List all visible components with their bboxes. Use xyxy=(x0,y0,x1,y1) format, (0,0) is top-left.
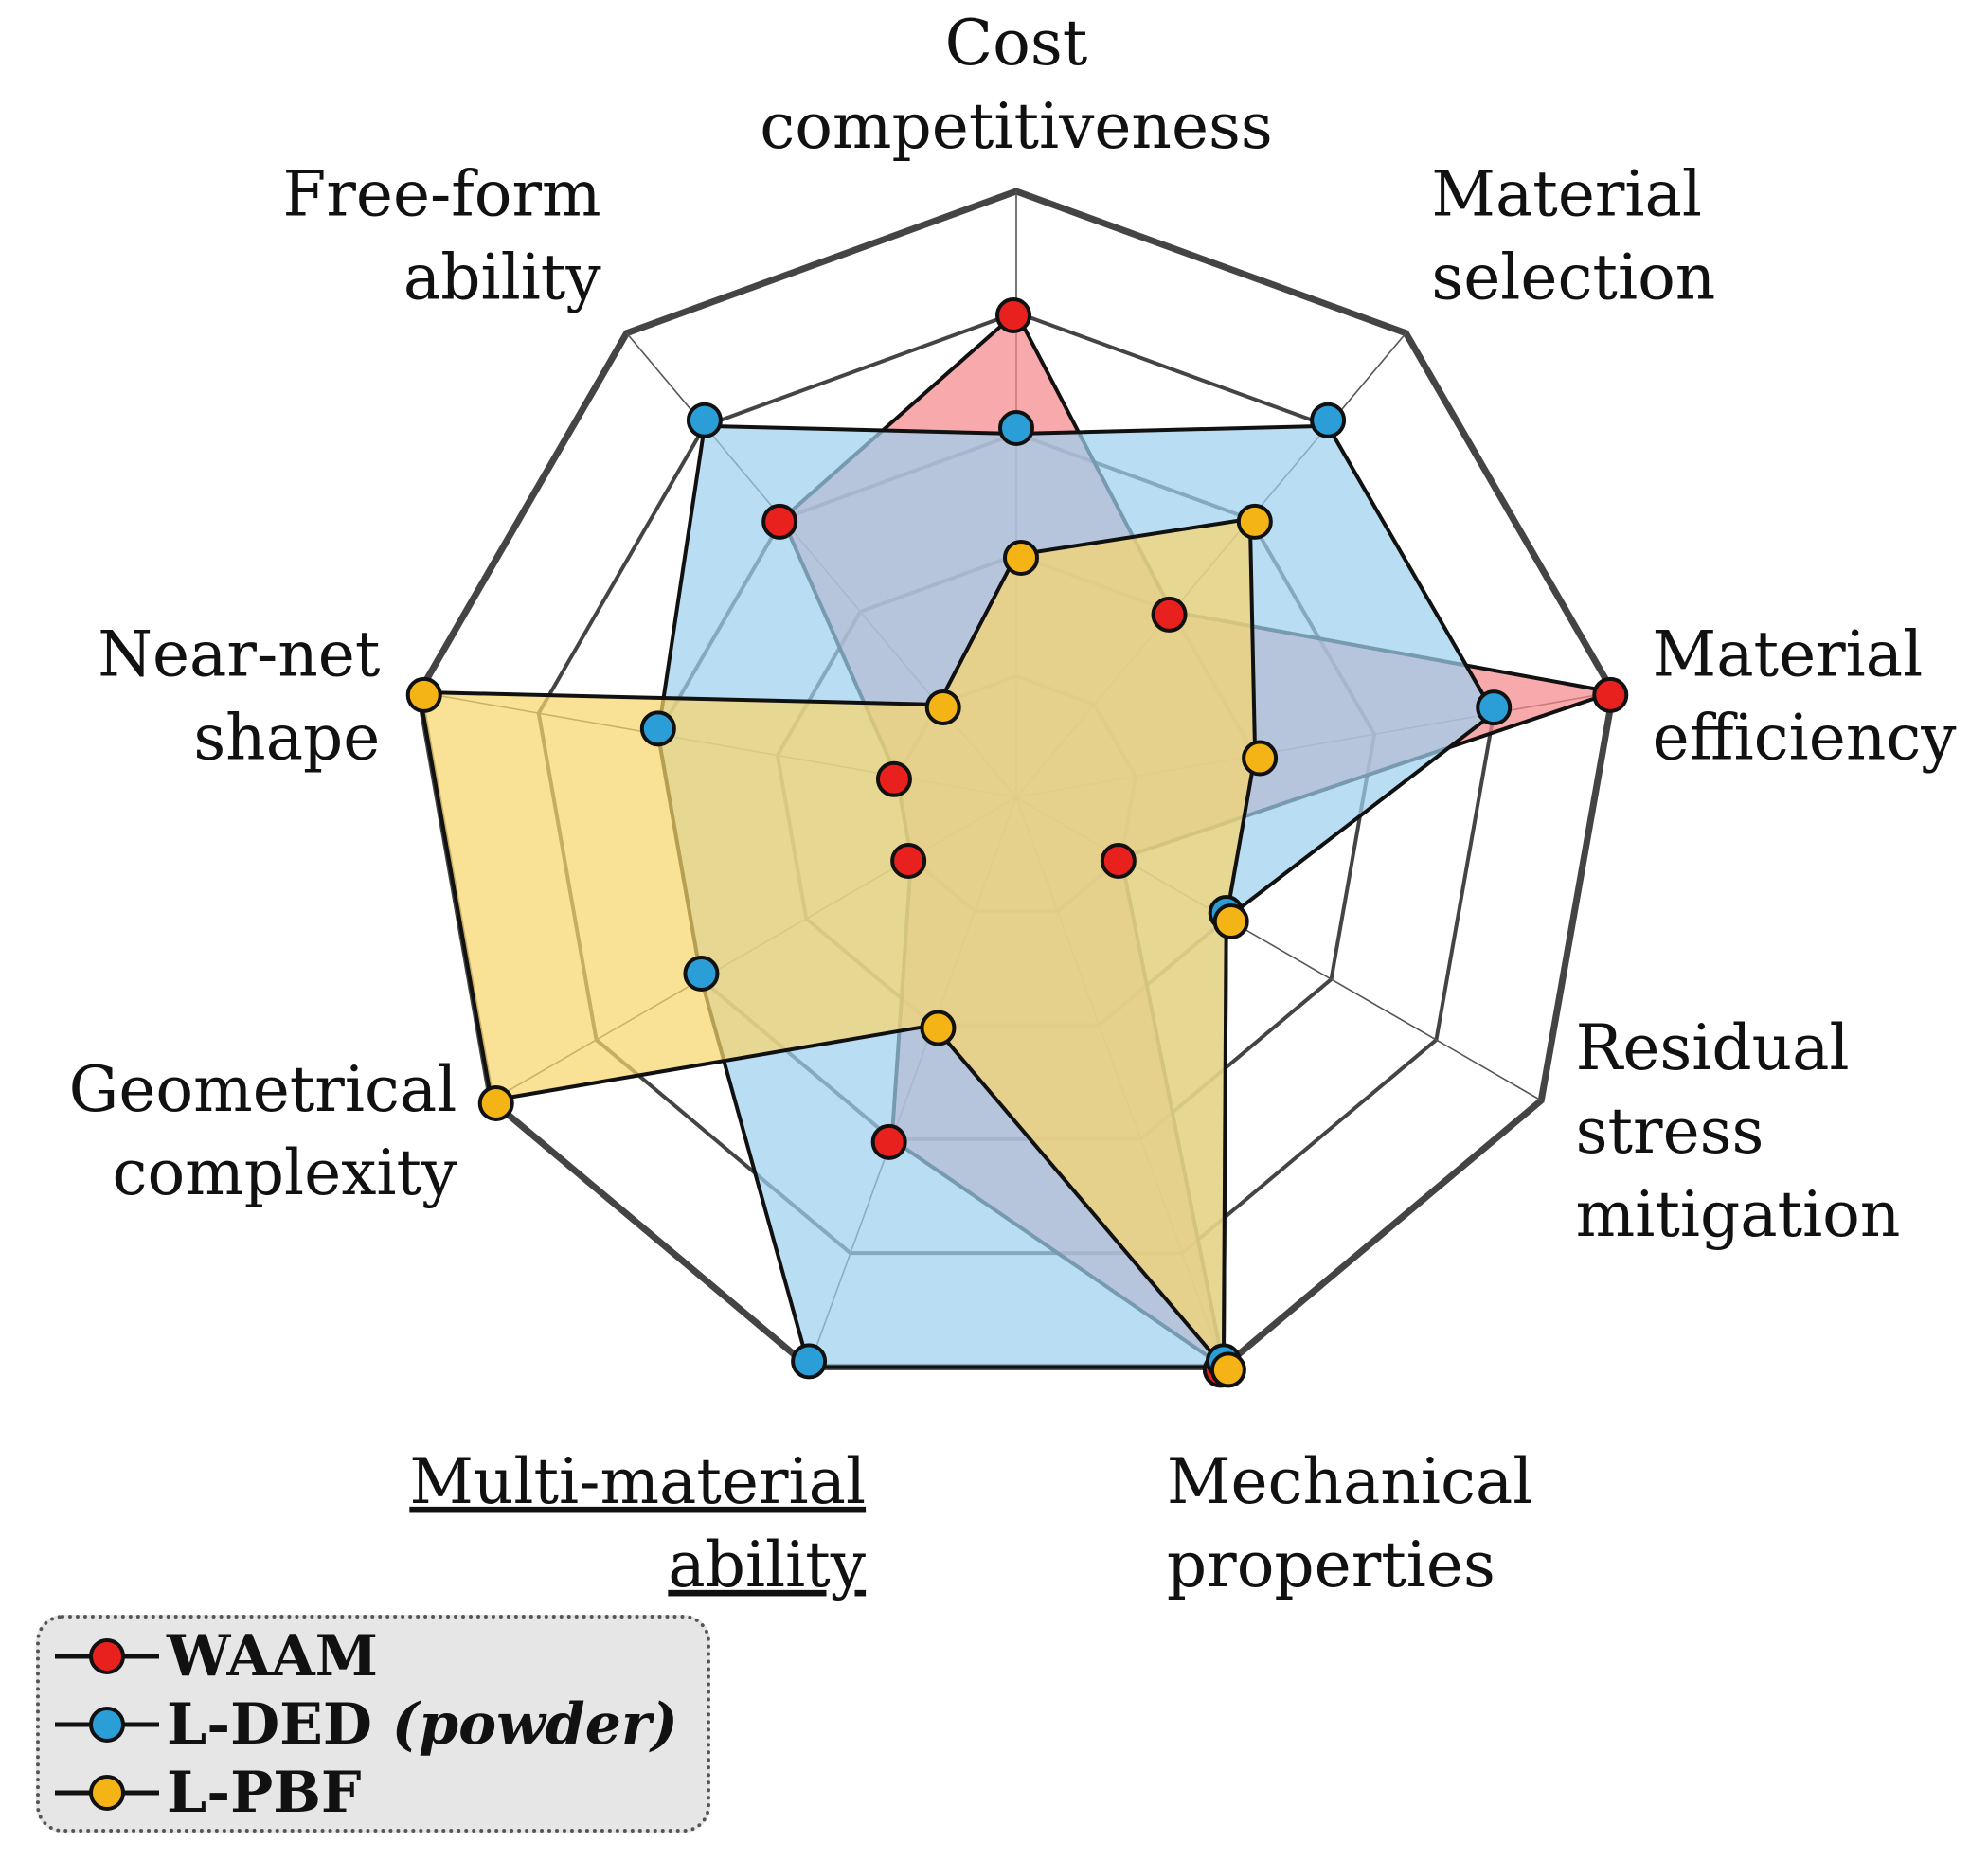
series-0-point-2 xyxy=(1592,676,1629,713)
series-2-point-7 xyxy=(405,676,442,713)
series-1-point-6 xyxy=(683,956,720,992)
axis-label-2-line-1: efficiency xyxy=(1653,702,1958,775)
series-0-point-0 xyxy=(995,297,1031,333)
axis-label-2-line-0: Material xyxy=(1653,618,1924,691)
series-1-point-2 xyxy=(1476,689,1513,726)
series-2-point-3 xyxy=(1212,903,1249,939)
axis-label-3-line-1: stress xyxy=(1576,1095,1764,1168)
axis-label-0-line-1: competitiveness xyxy=(760,90,1273,163)
axis-label-7-line-1: shape xyxy=(193,702,380,775)
axis-label-8-line-1: ability xyxy=(403,241,601,314)
legend-item-l-ded: L-DED (powder) xyxy=(51,1691,678,1758)
series-1-point-0 xyxy=(998,410,1034,446)
axis-label-3-line-0: Residual xyxy=(1576,1011,1850,1084)
series-0-point-7 xyxy=(875,760,912,797)
series-2-point-2 xyxy=(1242,740,1279,777)
legend-marker-waam-icon xyxy=(55,1638,159,1674)
radar-series-areas xyxy=(417,311,1616,1369)
axis-label-6: Geometrical complexity xyxy=(69,1053,457,1209)
axis-label-0: Cost competitiveness xyxy=(760,7,1273,163)
series-2-point-4 xyxy=(1209,1351,1246,1388)
series-1-point-1 xyxy=(1310,402,1347,438)
series-0-point-8 xyxy=(761,503,798,540)
axis-label-6-line-1: complexity xyxy=(113,1136,458,1209)
axis-label-1-line-0: Material xyxy=(1431,158,1702,231)
series-2-point-6 xyxy=(477,1085,514,1121)
axis-label-8: Free-form ability xyxy=(283,158,602,314)
axis-label-5-line-0: Multi-material xyxy=(409,1445,866,1518)
axis-label-7-line-0: Near-net xyxy=(98,618,380,691)
legend-label-waam: WAAM xyxy=(167,1623,379,1690)
axis-label-8-line-0: Free-form xyxy=(283,158,601,231)
series-1-point-7 xyxy=(639,710,676,747)
legend-item-waam: WAAM xyxy=(51,1623,379,1690)
series-2-point-5 xyxy=(920,1010,957,1046)
legend-label-l-pbf: L-PBF xyxy=(167,1760,362,1826)
axis-label-1: Material selection xyxy=(1431,158,1715,314)
axis-label-4: Mechanical properties xyxy=(1167,1445,1533,1601)
series-2-point-8 xyxy=(924,689,961,725)
series-2-point-0 xyxy=(1003,540,1039,576)
series-0-point-1 xyxy=(1151,596,1188,633)
legend-item-l-pbf: L-PBF xyxy=(51,1760,362,1826)
axis-label-2: Material efficiency xyxy=(1653,618,1958,775)
legend-marker-l-pbf-icon xyxy=(55,1775,159,1811)
axis-label-4-line-1: properties xyxy=(1167,1529,1495,1601)
series-1-point-5 xyxy=(791,1343,828,1380)
series-1-point-8 xyxy=(686,402,723,438)
axis-label-6-line-0: Geometrical xyxy=(69,1053,457,1126)
axis-label-5-line-1: ability xyxy=(668,1529,866,1601)
legend-label-l-ded-suffix: (powder) xyxy=(391,1691,678,1758)
series-0-point-3 xyxy=(1100,843,1137,879)
radar-series-markers xyxy=(405,297,1629,1388)
axis-label-3: Residual stress mitigation xyxy=(1576,1011,1901,1251)
legend-label-l-ded: L-DED (powder) xyxy=(167,1691,678,1758)
series-0-point-6 xyxy=(890,843,927,879)
axis-label-1-line-1: selection xyxy=(1431,241,1715,314)
axis-label-3-line-2: mitigation xyxy=(1576,1178,1901,1251)
axis-label-5: Multi-material ability xyxy=(409,1445,866,1601)
axis-label-4-line-0: Mechanical xyxy=(1167,1445,1533,1518)
series-area-2 xyxy=(417,516,1258,1369)
series-2-point-1 xyxy=(1236,503,1273,540)
axis-label-7: Near-net shape xyxy=(98,618,380,775)
axis-label-0-line-0: Cost xyxy=(945,7,1088,80)
legend-marker-l-ded-icon xyxy=(55,1707,159,1743)
series-0-point-5 xyxy=(870,1123,907,1160)
legend: WAAM L-DED (powder) L-PBF xyxy=(36,1615,710,1833)
